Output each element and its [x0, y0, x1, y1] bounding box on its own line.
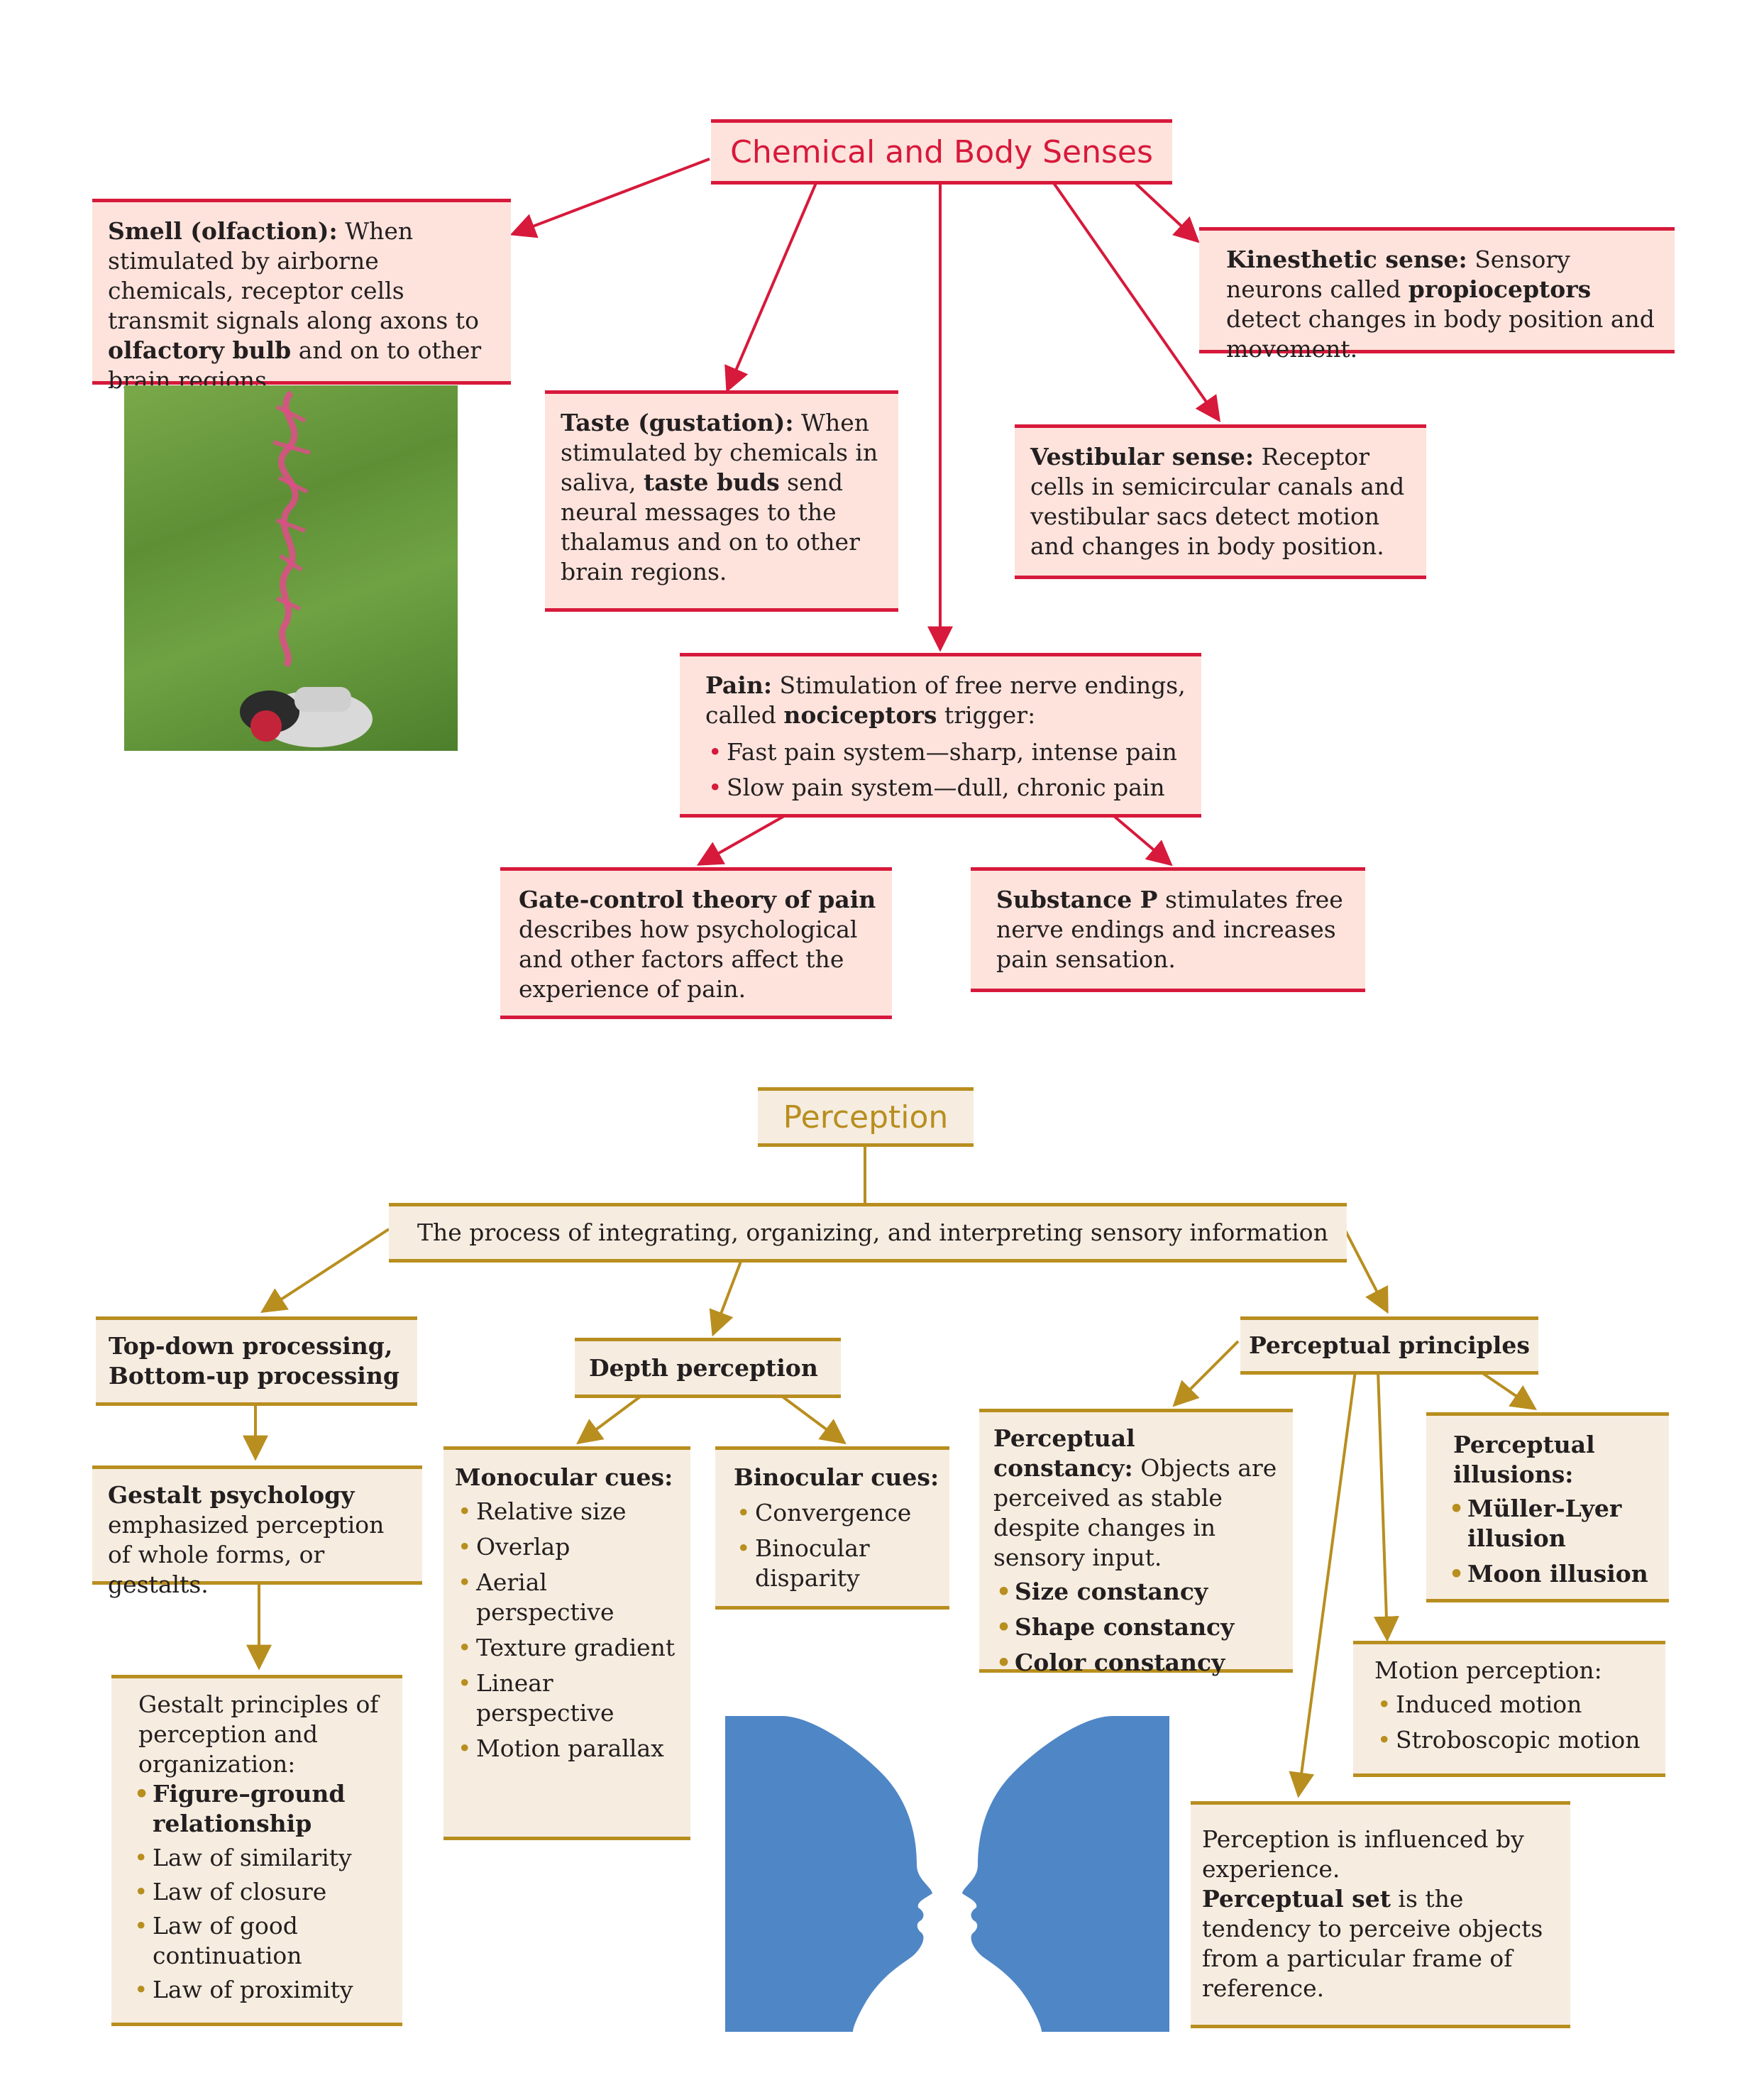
illusions-label: Perceptual illusions: [1453, 1431, 1595, 1488]
list-item: Binocular disparity [734, 1534, 939, 1593]
vestibular-label: Vestibular sense: [1030, 443, 1255, 471]
list-item: Law of similarity [131, 1843, 387, 1873]
kinesthetic-label: Kinesthetic sense: [1226, 246, 1467, 273]
substance-p-box: Substance P stimulates free nerve ending… [971, 867, 1365, 992]
depth-perception-box: Depth perception [575, 1338, 841, 1398]
smell-box: Smell (olfaction): When stimulated by ai… [92, 199, 511, 394]
list-item: Aerial perspective [455, 1568, 680, 1627]
list-item: Fast pain system—sharp, intense pain [705, 735, 1186, 770]
smell-photo [124, 385, 458, 751]
binocular-cues-box: Binocular cues: Convergence Binocular di… [715, 1446, 949, 1610]
nociceptors-term: nociceptors [783, 701, 937, 729]
gestalt-psychology-box: Gestalt psychology emphasized perception… [92, 1465, 422, 1598]
gestalt-principles-list: Figure–ground relationship Law of simila… [131, 1779, 387, 2005]
list-item: Motion parallax [455, 1734, 680, 1764]
perceptual-illusions-box: Perceptual illusions: Müller-Lyer illusi… [1426, 1412, 1669, 1602]
list-item: Color constancy [993, 1648, 1280, 1678]
list-item: Size constancy [993, 1577, 1280, 1607]
list-item: Law of closure [131, 1877, 387, 1907]
perceptual-set-term: Perceptual set [1202, 1885, 1391, 1913]
taste-text-end: send neural messages to the thalamus and… [561, 468, 860, 585]
constancy-text: Objects are perceived as stable despite … [993, 1454, 1277, 1571]
gestalt-label: Gestalt psychology [108, 1481, 355, 1509]
taste-buds-term: taste buds [644, 468, 780, 496]
pain-box: Pain: Stimulation of free nerve endings,… [680, 653, 1201, 818]
perception-title: Perception [758, 1087, 974, 1147]
taste-box: Taste (gustation): When stimulated by ch… [545, 390, 898, 612]
list-item: Müller-Lyer illusion [1446, 1494, 1658, 1553]
vestibular-box: Vestibular sense: Receptor cells in semi… [1015, 424, 1426, 579]
motion-list: Induced motion Stroboscopic motion [1374, 1690, 1655, 1755]
list-item: Slow pain system—dull, chronic pain [705, 770, 1186, 805]
face-vase-illusion-image [725, 1716, 1169, 2032]
list-item: Shape constancy [993, 1612, 1280, 1642]
list-item: Moon illusion [1446, 1559, 1658, 1589]
set-intro: Perception is influenced by experience. [1202, 1825, 1524, 1883]
list-item: Overlap [455, 1532, 680, 1562]
list-item: Relative size [455, 1497, 680, 1527]
pain-text-end: trigger: [937, 701, 1036, 729]
list-item: Convergence [734, 1498, 939, 1528]
perception-definition: The process of integrating, organizing, … [389, 1203, 1347, 1263]
kinesthetic-box: Kinesthetic sense: Sensory neurons calle… [1199, 227, 1675, 363]
pain-systems-list: Fast pain system—sharp, intense pain Slo… [705, 735, 1186, 805]
monocular-cues-box: Monocular cues: Relative size Overlap Ae… [443, 1446, 690, 1840]
list-item: Law of good continuation [131, 1911, 387, 1971]
substance-p-text: stimulates free nerve endings and increa… [996, 886, 1343, 973]
taste-text: When stimulated by chemicals in saliva, [561, 409, 878, 496]
olfactory-bulb-term: olfactory bulb [108, 336, 292, 364]
perceptual-set-text: is the tendency to perceive objects from… [1202, 1885, 1543, 2002]
list-item: Linear perspective [455, 1668, 680, 1728]
perceptual-constancy-box: Perceptual constancy: Objects are percei… [979, 1409, 1293, 1678]
gestalt-principles-box: Gestalt principles of perception and org… [111, 1675, 402, 2026]
taste-label: Taste (gustation): [561, 409, 794, 436]
chemical-body-senses-title: Chemical and Body Senses [711, 119, 1172, 185]
motion-perception-box: Motion perception: Induced motion Strobo… [1353, 1641, 1665, 1777]
list-item: Induced motion [1374, 1690, 1655, 1720]
list-item: Texture gradient [455, 1633, 680, 1663]
monocular-label: Monocular cues: [455, 1463, 673, 1491]
gestalt-principles-intro: Gestalt principles of perception and org… [138, 1690, 379, 1778]
gestalt-text: emphasized perception of whole forms, or… [108, 1511, 385, 1598]
gate-control-text: describes how psychological and other fa… [519, 915, 858, 1003]
substance-p-label: Substance P [996, 886, 1158, 913]
list-item: Law of proximity [131, 1975, 387, 2005]
illusions-list: Müller-Lyer illusion Moon illusion [1446, 1494, 1658, 1589]
pain-label: Pain: [705, 671, 773, 699]
propioceptors-term: propioceptors [1408, 275, 1592, 303]
monocular-cues-list: Relative size Overlap Aerial perspective… [455, 1497, 680, 1764]
kinesthetic-text-end: detect changes in body position and move… [1226, 305, 1655, 363]
vestibular-text: Receptor cells in semicircular canals an… [1030, 443, 1405, 560]
constancy-list: Size constancy Shape constancy Color con… [993, 1577, 1280, 1678]
list-item: Figure–ground relationship [131, 1779, 387, 1839]
gate-control-label: Gate-control theory of pain [519, 886, 876, 913]
topdown-bottomup-box: Top-down processing, Bottom-up processin… [96, 1316, 417, 1406]
list-item: Stroboscopic motion [1374, 1725, 1655, 1755]
perceptual-principles-box: Perceptual principles [1240, 1316, 1538, 1375]
binocular-label: Binocular cues: [734, 1463, 939, 1491]
motion-intro: Motion perception: [1374, 1656, 1602, 1684]
person-sniffing-grass-image [240, 390, 373, 747]
kinesthetic-text: Sensory neurons called [1226, 246, 1570, 303]
perceptual-set-box: Perception is influenced by experience. … [1191, 1801, 1570, 2028]
pain-text: Stimulation of free nerve endings, calle… [705, 671, 1186, 729]
smell-text: When stimulated by airborne chemicals, r… [108, 217, 479, 334]
gate-control-box: Gate-control theory of pain describes ho… [500, 867, 892, 1019]
constancy-label: Perceptual constancy: [993, 1424, 1135, 1482]
binocular-cues-list: Convergence Binocular disparity [734, 1498, 939, 1593]
smell-label: Smell (olfaction): [108, 217, 338, 245]
